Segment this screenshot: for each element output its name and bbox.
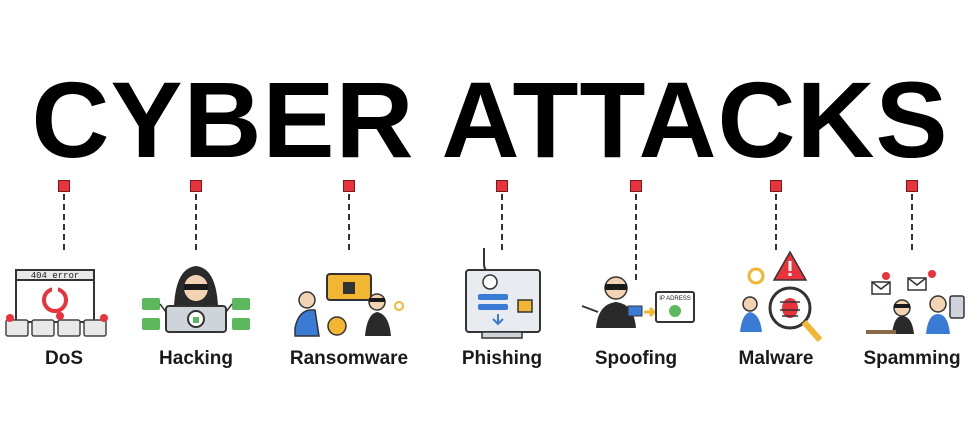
connector-line (775, 194, 777, 250)
marker (190, 180, 202, 192)
dos-server-error-icon: 404 error (5, 269, 108, 337)
marker (343, 180, 355, 192)
attack-item-dos: 404 error DoS (0, 178, 134, 378)
item-label: Hacking (159, 348, 233, 369)
attack-item-spoofing: IP ADRESS Spoofing (566, 178, 706, 378)
marker (906, 180, 918, 192)
item-label: Spamming (863, 348, 961, 369)
marker (630, 180, 642, 192)
malware-bug-icon (740, 250, 823, 342)
connector-line (635, 194, 637, 280)
ip-address-text: IP ADRESS (659, 296, 691, 302)
item-label: Spoofing (594, 348, 678, 369)
item-label: Ransomware (289, 348, 409, 369)
ransomware-lock-icon (294, 273, 404, 337)
attack-item-spamming: Spamming (842, 178, 980, 378)
attack-item-ransomware: Ransomware (279, 178, 419, 378)
attack-item-phishing: Phishing (432, 178, 572, 378)
attack-item-malware: Malware (706, 178, 846, 378)
connector-line (63, 194, 65, 250)
spamming-mail-icon (866, 270, 965, 334)
item-label: Malware (738, 348, 814, 369)
error-text: 404 error (31, 271, 80, 281)
phishing-hook-icon (465, 248, 541, 339)
connector-line (911, 194, 913, 250)
item-label: DoS (45, 348, 83, 369)
connector-line (195, 194, 197, 250)
connector-line (501, 194, 503, 250)
marker (58, 180, 70, 192)
page-title: CYBER ATTACKS (31, 59, 949, 180)
attack-item-hacking: Hacking (126, 178, 266, 378)
spoofing-ip-icon: IP ADRESS (581, 276, 695, 328)
marker (770, 180, 782, 192)
marker (496, 180, 508, 192)
item-label: Phishing (461, 348, 543, 369)
connector-line (348, 194, 350, 250)
hacker-laptop-icon (142, 266, 250, 333)
